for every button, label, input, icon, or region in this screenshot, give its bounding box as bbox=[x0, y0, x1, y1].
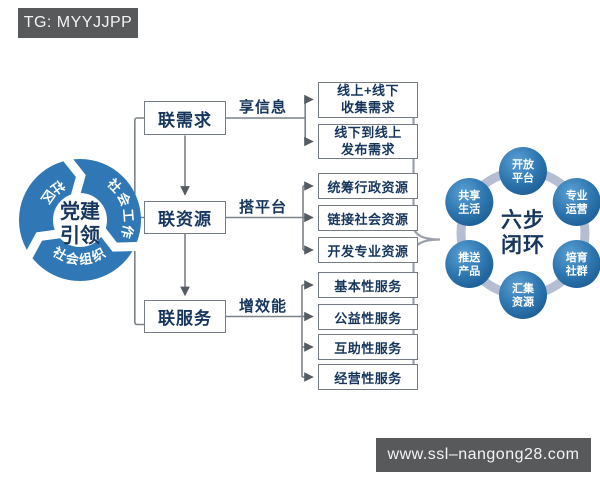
node-cultivate-community bbox=[552, 240, 600, 288]
output-line: 收集需求 bbox=[340, 100, 395, 115]
site-watermark-banner: www.ssl–nangong28.com bbox=[376, 438, 591, 472]
node-shared-life bbox=[445, 178, 494, 226]
output-line: 线上+线下 bbox=[336, 83, 400, 99]
cycle-arrow-notch-top bbox=[61, 153, 86, 199]
node-gather-resources bbox=[499, 271, 547, 319]
edge-label-share-info: 享信息 bbox=[238, 99, 287, 116]
output-box-service-3: 互助性服务 bbox=[318, 334, 418, 360]
node-label: 生活 bbox=[458, 202, 480, 216]
party-leadership-cycle: 社会工作 社区 社会组织 党建 引领 bbox=[19, 153, 141, 281]
node-label: 开放 bbox=[512, 157, 535, 171]
output-box-service-4: 经营性服务 bbox=[318, 364, 418, 390]
node-label: 推送 bbox=[458, 250, 481, 264]
output-box-needs-1: 线上+线下 收集需求 bbox=[318, 82, 418, 118]
needs-branch-line bbox=[226, 99, 306, 142]
six-step-cycle: 开放 平台 专业 运营 培育 社群 汇集 资源 推送 产品 共享 生活 六步 闭… bbox=[445, 147, 600, 319]
node-label: 平台 bbox=[512, 171, 534, 185]
node-label: 社群 bbox=[565, 264, 588, 278]
output-line: 线下到线上 bbox=[334, 124, 402, 140]
cycle-center-line1: 党建 bbox=[60, 199, 100, 223]
edge-label-boost-efficiency: 增效能 bbox=[238, 298, 287, 315]
pillar-box-needs: 联需求 bbox=[144, 101, 226, 135]
six-step-nodes: 开放 平台 专业 运营 培育 社群 汇集 资源 推送 产品 共享 生活 bbox=[445, 147, 600, 319]
node-label: 汇集 bbox=[512, 281, 535, 295]
node-push-products bbox=[445, 240, 494, 288]
output-box-needs-2: 线下到线上 发布需求 bbox=[318, 124, 418, 159]
node-open-platform bbox=[499, 147, 547, 195]
output-box-service-2: 公益性服务 bbox=[318, 304, 418, 330]
node-label: 专业 bbox=[566, 188, 588, 202]
six-step-center-line2: 闭环 bbox=[501, 234, 545, 257]
node-professional-operation bbox=[552, 178, 600, 226]
six-step-center-line1: 六步 bbox=[501, 208, 545, 232]
node-label: 资源 bbox=[512, 295, 534, 309]
node-label: 产品 bbox=[458, 264, 480, 278]
cycle-arrow-notch-left bbox=[23, 229, 63, 261]
cycle-center-line2: 引领 bbox=[60, 223, 100, 247]
pillar-box-resources: 联资源 bbox=[144, 201, 226, 234]
cycle-label-social-org: 社会组织 bbox=[50, 244, 110, 268]
output-box-resource-1: 统筹行政资源 bbox=[318, 173, 418, 199]
pillar-box-services: 联服务 bbox=[144, 300, 226, 333]
tg-watermark-banner: TG: MYYJJPP bbox=[18, 8, 138, 38]
output-box-service-1: 基本性服务 bbox=[318, 272, 418, 298]
output-line: 发布需求 bbox=[340, 141, 395, 157]
node-label: 运营 bbox=[566, 202, 588, 216]
cycle-arrow-notch-right bbox=[97, 226, 140, 252]
services-branch-line bbox=[226, 285, 303, 377]
edge-label-build-platform: 搭平台 bbox=[238, 199, 287, 216]
node-label: 共享 bbox=[458, 188, 480, 202]
output-box-resource-2: 链接社会资源 bbox=[318, 205, 418, 231]
output-box-resource-3: 开发专业资源 bbox=[318, 237, 418, 263]
node-label: 培育 bbox=[566, 250, 588, 264]
